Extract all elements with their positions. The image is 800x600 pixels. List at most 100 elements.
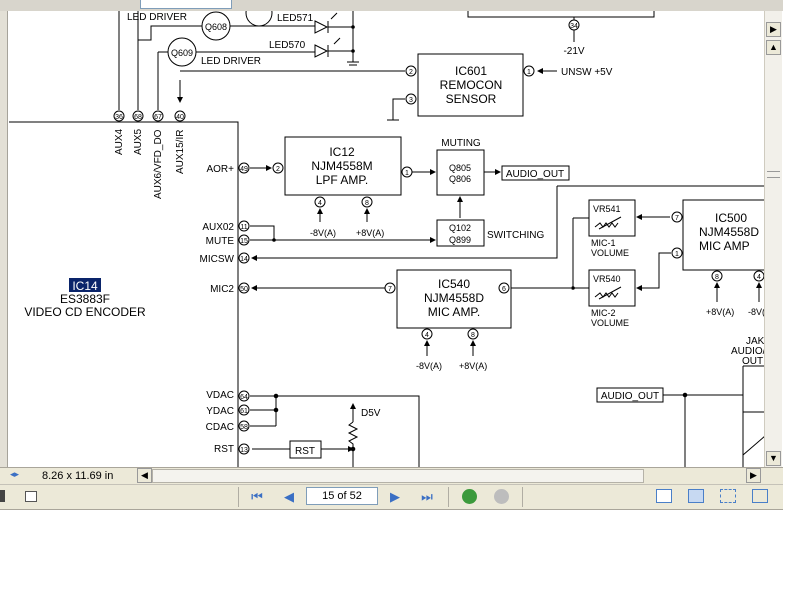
pin-number: 14	[240, 256, 248, 263]
q805-label: Q805	[449, 163, 471, 173]
ic14-part: ES3883F	[60, 292, 110, 306]
ic601-ref: IC601	[455, 64, 487, 78]
pin-number: 36	[115, 114, 123, 121]
left-panel-edge[interactable]	[0, 11, 8, 467]
mic2-volume-label: VOLUME	[591, 318, 629, 328]
schematic-diagram: IC14 ES3883F VIDEO CD ENCODER LED DRIVER…	[9, 11, 765, 467]
ic12-part: NJM4558M	[311, 159, 372, 173]
pin-number: 68	[134, 114, 142, 121]
ic12-desc: LPF AMP.	[316, 173, 368, 187]
page-layout-icon[interactable]	[25, 491, 37, 502]
document-viewer[interactable]: IC14 ES3883F VIDEO CD ENCODER LED DRIVER…	[0, 11, 784, 467]
scroll-right-icon[interactable]: ▶	[766, 22, 781, 37]
jack-label-3: OUT	[742, 356, 763, 367]
pin-number: 7	[388, 286, 392, 293]
pin-label-aux15: AUX15/IR	[175, 130, 186, 174]
pin-number: 7	[675, 215, 679, 222]
pin-number: 15	[240, 238, 248, 245]
q609-label: Q609	[171, 48, 193, 58]
vr540-label: VR540	[593, 274, 621, 284]
pin-number: 6	[502, 286, 506, 293]
vertical-scrollbar[interactable]: ▶ ▲ ▼	[764, 11, 782, 467]
pin-label-vdac: VDAC	[206, 390, 234, 401]
pin-number: 8	[471, 332, 475, 339]
pin-label-aux02: AUX02	[202, 222, 234, 233]
q899-label: Q899	[449, 235, 471, 245]
pin-number: 49	[240, 166, 248, 173]
last-page-icon[interactable]: ⏭	[421, 489, 433, 504]
pin-number: 61	[240, 408, 248, 415]
ic500-neg8v-label: -8V(	[748, 307, 765, 317]
scroll-thumb[interactable]	[767, 171, 780, 178]
previous-view-icon[interactable]	[462, 489, 477, 504]
continuous-view-icon[interactable]	[688, 489, 704, 503]
led571-label: LED571	[277, 13, 314, 24]
ic500-desc: MIC AMP	[699, 239, 750, 253]
d5v-label: D5V	[361, 408, 381, 419]
pin-number: 13	[240, 447, 248, 454]
panel-toggle-icon[interactable]	[0, 490, 5, 502]
separator	[448, 487, 449, 507]
scroll-down-icon[interactable]: ▼	[766, 451, 781, 466]
scroll-left-icon[interactable]: ◀	[137, 468, 152, 483]
pin-number: 58	[240, 424, 248, 431]
ic14-desc: VIDEO CD ENCODER	[24, 305, 146, 319]
pin-label-aux6: AUX6/VFD_DO	[153, 129, 164, 199]
toolbar-field[interactable]	[140, 0, 232, 9]
horizontal-scrollbar[interactable]: ◂▸ 8.26 x 11.69 in ◀ ▶	[0, 467, 783, 485]
pin-number: 64	[240, 394, 248, 401]
pin-number: 4	[425, 332, 429, 339]
page-number-input[interactable]: 15 of 52	[306, 487, 378, 505]
pin-number: 40	[176, 114, 184, 121]
scroll-right-arrow-icon[interactable]: ▶	[746, 468, 761, 483]
next-page-icon[interactable]: ▶	[390, 489, 400, 504]
led-driver-label-1: LED DRIVER	[127, 12, 187, 23]
ic500-ref: IC500	[715, 211, 747, 225]
pin-label-aux5: AUX5	[133, 128, 144, 155]
pin-number: 8	[715, 274, 719, 281]
next-view-icon[interactable]	[494, 489, 509, 504]
pin-label-micsw: MICSW	[200, 254, 235, 265]
navigation-bar: ⏮ ◀ 15 of 52 ▶ ⏭	[0, 484, 783, 510]
led570-label: LED570	[269, 40, 306, 51]
rst-box-label: RST	[295, 446, 315, 457]
split-view-icon[interactable]: ◂▸	[10, 469, 20, 479]
pin-label-ydac: YDAC	[206, 406, 234, 417]
horizontal-scroll-thumb[interactable]	[152, 469, 644, 483]
ic12-neg8v-label: -8V(A)	[310, 228, 336, 238]
previous-page-icon[interactable]: ◀	[284, 489, 294, 504]
pin-number: 11	[240, 224, 247, 231]
led-driver-label-2: LED DRIVER	[201, 56, 261, 67]
ic12-ref: IC12	[329, 145, 355, 159]
pin-number: 34	[570, 23, 578, 30]
jack-label-1: JAK	[746, 336, 765, 347]
scroll-up-icon[interactable]: ▲	[766, 40, 781, 55]
separator	[238, 487, 239, 507]
switching-label: SWITCHING	[487, 230, 544, 241]
pin-number: 50	[240, 286, 248, 293]
continuous-facing-view-icon[interactable]	[752, 489, 768, 503]
ic540-pos8v-label: +8V(A)	[459, 361, 487, 371]
ic14-ref[interactable]: IC14	[72, 279, 98, 293]
page-size-label: 8.26 x 11.69 in	[42, 470, 114, 482]
pin-number: 4	[757, 274, 761, 281]
pin-label-aor: AOR+	[206, 164, 234, 175]
audio-out-label-2: AUDIO_OUT	[601, 391, 659, 402]
pin-label-mic2: MIC2	[210, 284, 234, 295]
q102-label: Q102	[449, 223, 471, 233]
ic500-part: NJM4558D	[699, 225, 759, 239]
first-page-icon[interactable]: ⏮	[251, 489, 263, 504]
single-page-view-icon[interactable]	[656, 489, 672, 503]
audio-out-label-1: AUDIO_OUT	[506, 169, 564, 180]
pin-label-cdac: CDAC	[206, 422, 234, 433]
pin-number: 67	[154, 114, 162, 121]
unsw-5v-label: UNSW +5V	[561, 67, 613, 78]
mic1-label: MIC-1	[591, 238, 616, 248]
ic601-line3: SENSOR	[446, 92, 497, 106]
pin-number: 2	[409, 69, 413, 76]
ic500-pos8v-label: +8V(A)	[706, 307, 734, 317]
neg21v-label: -21V	[563, 46, 584, 57]
pin-label-rst: RST	[214, 444, 234, 455]
facing-view-icon[interactable]	[720, 489, 736, 503]
pin-number: 8	[365, 200, 369, 207]
